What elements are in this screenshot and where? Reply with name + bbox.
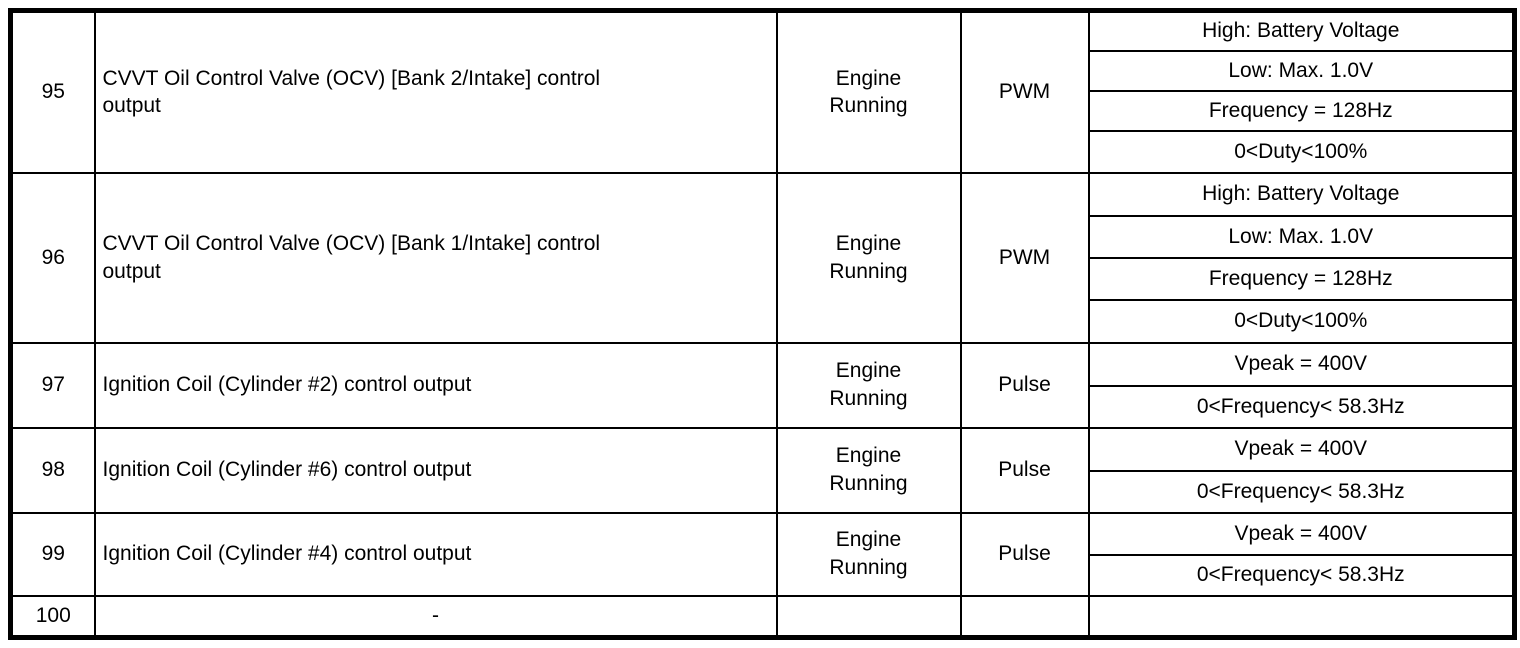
pin-description-text: CVVT Oil Control Valve (OCV) [Bank 2/Int… xyxy=(102,66,601,118)
pin-description-text: Ignition Coil (Cylinder #6) control outp… xyxy=(102,458,472,482)
pin-number: 99 xyxy=(9,511,96,597)
table-row: 98 Ignition Coil (Cylinder #6) control o… xyxy=(9,426,1516,514)
spec-line: Vpeak = 400V xyxy=(1087,341,1516,387)
pin-condition: Engine Running xyxy=(775,511,962,597)
spec-line: Low: Max. 1.0V xyxy=(1087,214,1516,259)
table-row: 99 Ignition Coil (Cylinder #4) control o… xyxy=(9,511,1516,597)
pin-description: CVVT Oil Control Valve (OCV) [Bank 1/Int… xyxy=(93,171,778,344)
pin-description: Ignition Coil (Cylinder #4) control outp… xyxy=(93,511,778,597)
pin-description-text: CVVT Oil Control Valve (OCV) [Bank 1/Int… xyxy=(102,231,601,283)
table-row: 0<Duty<100% xyxy=(11,129,1516,174)
pin-condition: Engine Running xyxy=(775,426,962,514)
signal-type: Pulse xyxy=(959,511,1090,597)
spec-line xyxy=(1087,594,1516,639)
table-row: 0<Frequency< 58.3Hz xyxy=(11,384,1516,429)
pin-description: - xyxy=(93,594,778,639)
pin-condition-text: Engine Running xyxy=(829,528,908,579)
pin-condition-text: Engine Running xyxy=(829,359,908,410)
pin-number: 97 xyxy=(9,341,96,429)
pin-condition-text: Engine Running xyxy=(829,66,908,118)
connector-pin-spec-table: 95 CVVT Oil Control Valve (OCV) [Bank 2/… xyxy=(8,8,1517,640)
pin-condition-text: Engine Running xyxy=(829,231,908,283)
table-row: 96 CVVT Oil Control Valve (OCV) [Bank 1/… xyxy=(9,171,1516,344)
pin-description: Ignition Coil (Cylinder #2) control outp… xyxy=(93,341,778,429)
pin-condition: Engine Running xyxy=(775,341,962,429)
pin-number: 96 xyxy=(9,171,96,344)
table-row: Frequency = 128Hz xyxy=(11,89,1516,132)
spec-line: 0<Frequency< 58.3Hz xyxy=(1087,553,1516,597)
table-row: 0<Frequency< 58.3Hz xyxy=(11,469,1516,514)
signal-type: PWM xyxy=(959,171,1090,344)
table-row: 97 Ignition Coil (Cylinder #2) control o… xyxy=(9,341,1516,429)
pin-condition-text: Engine Running xyxy=(829,444,908,495)
spec-line: High: Battery Voltage xyxy=(1087,9,1516,52)
pin-condition: Engine Running xyxy=(775,9,962,174)
signal-type: Pulse xyxy=(959,341,1090,429)
table-row: 100 - xyxy=(9,594,1516,639)
table-row: 95 CVVT Oil Control Valve (OCV) [Bank 2/… xyxy=(9,9,1516,174)
table-row: 0<Frequency< 58.3Hz xyxy=(11,553,1516,597)
spec-line: Vpeak = 400V xyxy=(1087,511,1516,556)
spec-line: 0<Frequency< 58.3Hz xyxy=(1087,469,1516,514)
spec-line: 0<Duty<100% xyxy=(1087,129,1516,174)
spec-line: High: Battery Voltage xyxy=(1087,171,1516,217)
table-row: 0<Duty<100% xyxy=(11,298,1516,344)
pin-description: CVVT Oil Control Valve (OCV) [Bank 2/Int… xyxy=(93,9,778,174)
spec-line: Low: Max. 1.0V xyxy=(1087,49,1516,92)
signal-type: Pulse xyxy=(959,426,1090,514)
pin-condition xyxy=(775,594,962,639)
table-row: Low: Max. 1.0V xyxy=(11,214,1516,259)
pin-number: 100 xyxy=(9,594,96,639)
table-row: Frequency = 128Hz xyxy=(11,256,1516,301)
pin-description-text: Ignition Coil (Cylinder #4) control outp… xyxy=(102,542,472,566)
pin-description: Ignition Coil (Cylinder #6) control outp… xyxy=(93,426,778,514)
pin-number: 98 xyxy=(9,426,96,514)
spec-line: Frequency = 128Hz xyxy=(1087,256,1516,301)
table-row: Low: Max. 1.0V xyxy=(11,49,1516,92)
pin-number: 95 xyxy=(9,9,96,174)
spec-line: Vpeak = 400V xyxy=(1087,426,1516,472)
signal-type xyxy=(959,594,1090,639)
signal-type: PWM xyxy=(959,9,1090,174)
spec-line: 0<Frequency< 58.3Hz xyxy=(1087,384,1516,429)
spec-line: Frequency = 128Hz xyxy=(1087,89,1516,132)
pin-condition: Engine Running xyxy=(775,171,962,344)
spec-line: 0<Duty<100% xyxy=(1087,298,1516,344)
pin-description-text: Ignition Coil (Cylinder #2) control outp… xyxy=(102,373,472,397)
